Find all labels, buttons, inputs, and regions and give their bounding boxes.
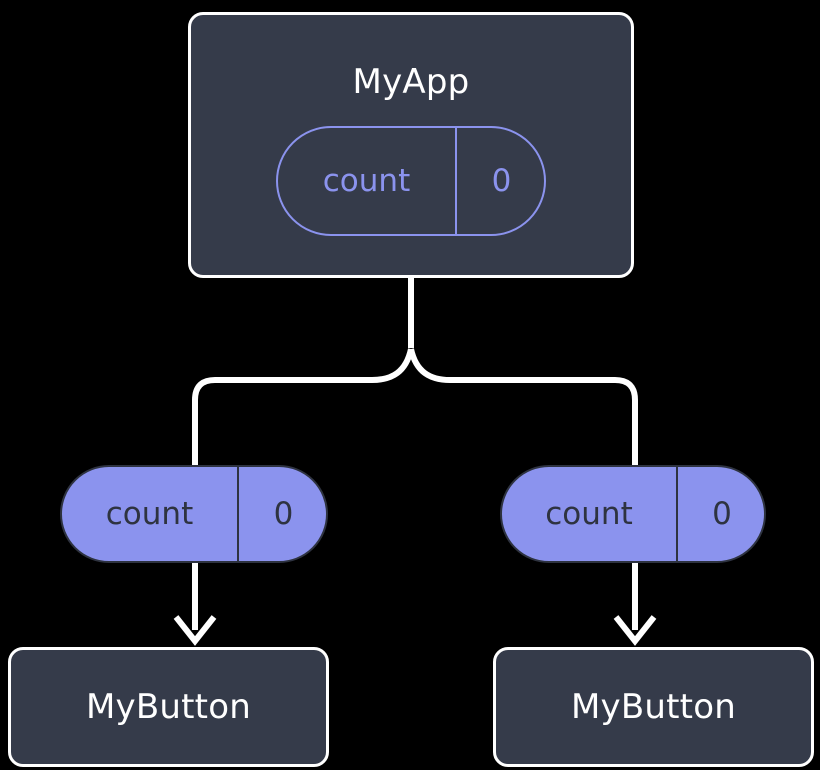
prop-pill-value: 0: [676, 467, 764, 561]
prop-pill-count-left[interactable]: count 0: [60, 465, 328, 563]
state-pill-value: 0: [455, 128, 544, 234]
arrow-down-icon: [613, 615, 657, 646]
state-pill-name: count: [322, 162, 411, 199]
edge-branch-left: [192, 348, 414, 468]
edge-branch-right: [408, 348, 638, 468]
arrow-down-icon: [173, 615, 217, 646]
component-node-mybutton-left[interactable]: MyButton: [8, 647, 329, 767]
component-title: MyButton: [86, 687, 251, 727]
state-pill-count[interactable]: count 0: [276, 126, 546, 236]
prop-pill-count-right[interactable]: count 0: [500, 465, 766, 563]
prop-pill-name: count: [105, 495, 194, 532]
component-title: MyButton: [571, 687, 736, 727]
component-title: MyApp: [352, 62, 470, 102]
prop-pill-name: count: [545, 495, 633, 532]
prop-pill-value: 0: [237, 467, 326, 561]
component-node-mybutton-right[interactable]: MyButton: [493, 647, 814, 767]
